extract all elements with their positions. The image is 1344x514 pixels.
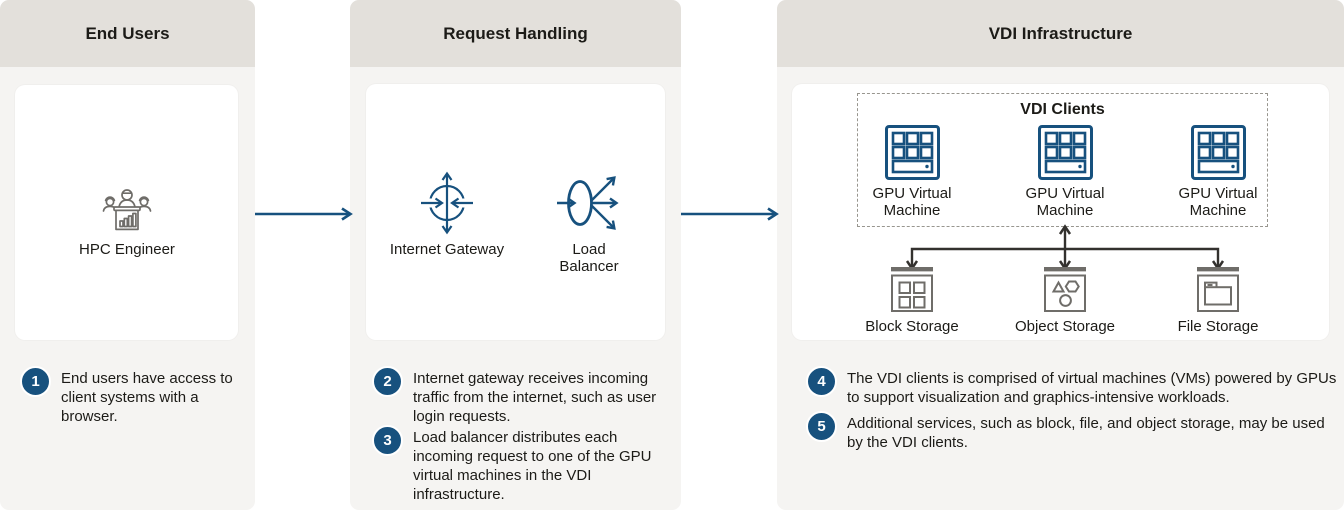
page-title-end-users: End Users xyxy=(85,23,170,43)
note-2-text: Internet gateway receives incoming traff… xyxy=(413,370,657,425)
gpu-vm-icon xyxy=(884,125,940,180)
note-4: 4 The VDI clients is comprised of virtua… xyxy=(806,366,1341,407)
internet-gateway-label: Internet Gateway xyxy=(389,241,505,258)
load-balancer-label: Load Balancer xyxy=(559,241,619,275)
file-storage-label: File Storage xyxy=(1177,318,1259,335)
internet-gateway-icon xyxy=(421,171,473,235)
load-balancer-icon xyxy=(557,176,619,230)
vdi-to-storage-connector xyxy=(850,218,1280,274)
note-2-badge: 2 xyxy=(372,366,403,397)
gpu-vm-label: GPU Virtual Machine xyxy=(872,185,952,219)
gpu-vm-block-2: GPU Virtual Machine xyxy=(1000,125,1130,219)
note-3: 3 Load balancer distributes each incomin… xyxy=(372,425,672,504)
gpu-vm-block-3: GPU Virtual Machine xyxy=(1153,125,1283,219)
gpu-vm-label: GPU Virtual Machine xyxy=(1025,185,1105,219)
note-4-badge: 4 xyxy=(806,366,837,397)
request-handling-card xyxy=(366,84,665,340)
note-5: 5 Additional services, such as block, fi… xyxy=(806,411,1341,452)
page-title-request-handling: Request Handling xyxy=(443,23,588,43)
file-storage-icon xyxy=(1197,267,1239,312)
object-storage-block: Object Storage xyxy=(990,267,1140,335)
gpu-vm-icon xyxy=(1037,125,1093,180)
note-1-badge: 1 xyxy=(20,366,51,397)
note-5-badge: 5 xyxy=(806,411,837,442)
block-storage-label: Block Storage xyxy=(865,318,959,335)
arrow-end-users-to-request-handling xyxy=(255,201,356,227)
panel-header-request-handling: Request Handling xyxy=(350,0,681,67)
panel-header-vdi-infrastructure: VDI Infrastructure xyxy=(777,0,1344,67)
block-storage-icon xyxy=(891,267,933,312)
note-3-text: Load balancer distributes each incoming … xyxy=(413,429,652,503)
note-5-text: Additional services, such as block, file… xyxy=(847,415,1325,451)
gpu-vm-icon xyxy=(1190,125,1246,180)
object-storage-label: Object Storage xyxy=(1014,318,1116,335)
gpu-vm-block-1: GPU Virtual Machine xyxy=(847,125,977,219)
panel-header-end-users: End Users xyxy=(0,0,255,67)
note-4-text: The VDI clients is comprised of virtual … xyxy=(847,370,1337,406)
hpc-engineer-icon xyxy=(102,189,152,231)
gpu-vm-label: GPU Virtual Machine xyxy=(1178,185,1258,219)
load-balancer-block: Load Balancer xyxy=(544,170,634,275)
vdi-clients-title: VDI Clients xyxy=(1020,101,1105,118)
note-3-badge: 3 xyxy=(372,425,403,456)
note-2: 2 Internet gateway receives incoming tra… xyxy=(372,366,672,426)
arrow-request-handling-to-vdi xyxy=(681,201,782,227)
page-title-vdi-infrastructure: VDI Infrastructure xyxy=(988,23,1133,43)
hpc-engineer-block: HPC Engineer xyxy=(47,186,207,258)
note-1: 1 End users have access to client system… xyxy=(20,366,245,426)
file-storage-block: File Storage xyxy=(1143,267,1293,335)
block-storage-block: Block Storage xyxy=(837,267,987,335)
hpc-engineer-label: HPC Engineer xyxy=(79,241,175,258)
internet-gateway-block: Internet Gateway xyxy=(387,170,507,258)
note-1-text: End users have access to client systems … xyxy=(61,370,233,425)
object-storage-icon xyxy=(1044,267,1086,312)
